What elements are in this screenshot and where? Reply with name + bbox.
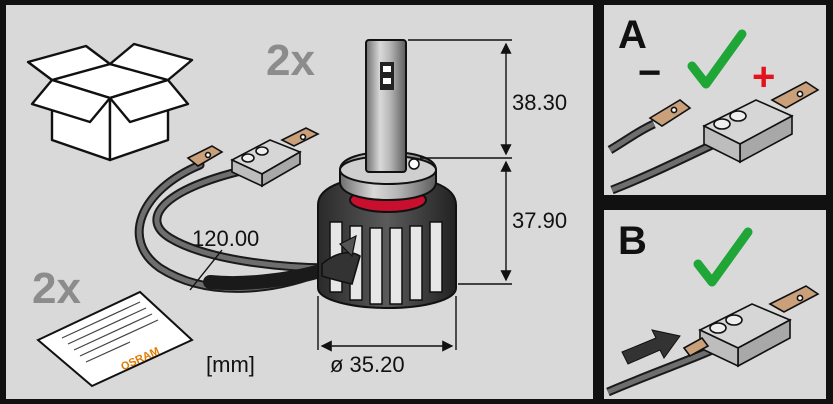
panel-a-letter: A <box>618 13 647 57</box>
dimension-cable-label: 120.00 <box>192 226 259 251</box>
connector-joined-illustration <box>606 285 820 397</box>
cable-terminal-housing <box>230 127 320 188</box>
panel-b-letter: B <box>618 219 647 263</box>
leaflet-quantity: 2x <box>32 264 81 313</box>
unit-label: [mm] <box>206 352 255 377</box>
minus-sign: − <box>638 51 661 95</box>
connector-separated-illustration <box>607 81 820 195</box>
dimension-lines <box>189 39 512 352</box>
bulb-quantity: 2x <box>266 36 315 85</box>
dimension-bottom-label: 37.90 <box>512 208 567 233</box>
check-icon-a <box>687 29 747 89</box>
insert-arrow-icon <box>621 329 681 365</box>
package-box-icon <box>26 42 194 162</box>
cable-terminal-flat <box>186 145 224 167</box>
dimension-diameter-label: ø 35.20 <box>330 352 405 377</box>
led-bulb-illustration <box>317 39 457 310</box>
plus-sign: + <box>752 55 775 99</box>
check-icon-b <box>693 227 753 287</box>
dimension-top-label: 38.30 <box>512 90 567 115</box>
